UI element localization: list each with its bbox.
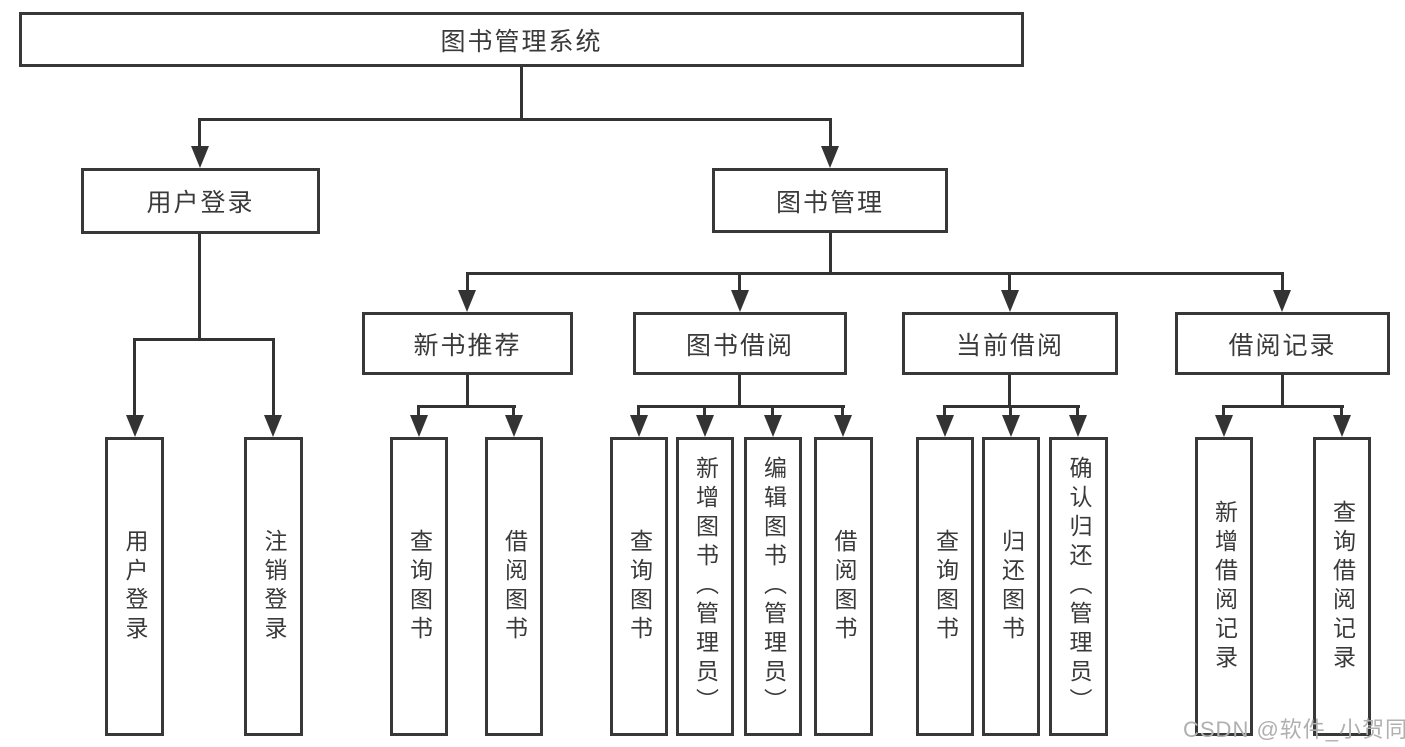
arrow-down-icon: [936, 415, 954, 437]
node-query-borrow-record: 查询借阅记录: [1313, 437, 1371, 736]
connector-line: [738, 272, 741, 290]
arrow-down-icon: [1002, 415, 1020, 437]
node-borrow-records: 借阅记录: [1175, 312, 1390, 375]
connector-line: [1009, 405, 1012, 415]
connector-line: [133, 338, 136, 415]
node-edit-book-admin: 编辑图书（管理员）: [744, 437, 802, 736]
connector-line: [1008, 272, 1011, 290]
node-label: 借阅图书: [831, 528, 857, 645]
connector-line: [1281, 272, 1284, 290]
arrow-down-icon: [191, 146, 209, 168]
node-borrow-books-2: 借阅图书: [814, 437, 873, 736]
node-label: 新增借阅记录: [1211, 499, 1238, 674]
arrow-down-icon: [1333, 415, 1351, 437]
connector-line: [198, 234, 201, 341]
arrow-down-icon: [505, 415, 523, 437]
arrow-down-icon: [458, 290, 476, 312]
arrow-down-icon: [731, 290, 749, 312]
arrow-down-icon: [410, 415, 428, 437]
arrow-down-icon: [1069, 415, 1087, 437]
connector-line: [637, 405, 640, 415]
connector-line: [703, 405, 706, 415]
connector-line: [520, 67, 523, 121]
connector-line: [417, 405, 420, 415]
arrow-down-icon: [1273, 290, 1291, 312]
connector-line: [1222, 405, 1225, 415]
connector-line: [829, 118, 832, 146]
node-label: 注销登录: [261, 528, 287, 645]
node-user-login: 用户登录: [81, 168, 320, 234]
arrow-down-icon: [696, 415, 714, 437]
connector-line: [466, 272, 469, 290]
connector-line: [841, 405, 844, 415]
node-label: 图书借阅: [685, 331, 794, 360]
node-root: 图书管理系统: [19, 12, 1024, 67]
node-label: 借阅图书: [501, 528, 528, 645]
arrow-down-icon: [126, 415, 144, 437]
node-borrow-books-1: 借阅图书: [485, 437, 543, 736]
node-query-books-1: 查询图书: [390, 437, 448, 736]
arrow-down-icon: [764, 415, 782, 437]
node-logout-leaf: 注销登录: [244, 437, 303, 736]
node-label: 新增图书（管理员）: [692, 456, 719, 717]
arrow-down-icon: [1001, 290, 1019, 312]
node-return-book: 归还图书: [982, 437, 1040, 736]
connector-line: [272, 338, 275, 415]
node-user-login-leaf: 用户登录: [105, 437, 164, 736]
connector-line: [1008, 375, 1011, 408]
connector-line: [1340, 405, 1343, 415]
node-query-books-2: 查询图书: [610, 437, 668, 736]
node-label: 当前借阅: [955, 331, 1064, 360]
connector-line: [1281, 375, 1284, 408]
connector-line: [466, 375, 469, 408]
node-label: 查询借阅记录: [1329, 499, 1356, 674]
connector-line: [943, 405, 946, 415]
connector-line: [829, 233, 832, 275]
node-book-management: 图书管理: [712, 168, 948, 233]
connector-line: [198, 118, 832, 121]
watermark: CSDN @软件_小贺同学: [1183, 717, 1405, 742]
node-label: 归还图书: [998, 528, 1025, 645]
node-add-book-admin: 新增图书（管理员）: [676, 437, 734, 736]
node-add-borrow-record: 新增借阅记录: [1195, 437, 1253, 736]
connector-line: [417, 405, 516, 408]
connector-line: [1076, 405, 1079, 415]
arrow-down-icon: [834, 415, 852, 437]
arrow-down-icon: [1215, 415, 1233, 437]
node-label: 确认归还（管理员）: [1066, 456, 1092, 717]
node-label: 用户登录: [146, 189, 255, 217]
connector-line: [1222, 405, 1344, 408]
node-label: 用户登录: [122, 528, 148, 645]
connector-line: [133, 338, 275, 341]
node-label: 借阅记录: [1228, 331, 1337, 360]
node-confirm-return-admin: 确认归还（管理员）: [1049, 437, 1108, 736]
connector-line: [637, 405, 845, 408]
node-label: 查询图书: [406, 528, 433, 645]
node-label: 查询图书: [932, 528, 959, 645]
node-label: 图书管理系统: [440, 27, 603, 56]
arrow-down-icon: [264, 415, 282, 437]
node-current-borrow: 当前借阅: [902, 312, 1118, 375]
node-label: 新书推荐: [413, 331, 522, 360]
node-new-book-recommend: 新书推荐: [362, 312, 573, 375]
node-label: 编辑图书（管理员）: [760, 456, 787, 717]
connector-line: [771, 405, 774, 415]
arrow-down-icon: [630, 415, 648, 437]
connector-line: [198, 118, 201, 146]
connector-line: [738, 375, 741, 408]
connector-line: [512, 405, 515, 415]
arrow-down-icon: [821, 146, 839, 168]
node-label: 图书管理: [775, 188, 884, 217]
node-query-books-3: 查询图书: [916, 437, 974, 736]
node-book-borrow: 图书借阅: [633, 312, 847, 375]
node-label: 查询图书: [626, 528, 653, 645]
connector-line: [466, 272, 1283, 275]
